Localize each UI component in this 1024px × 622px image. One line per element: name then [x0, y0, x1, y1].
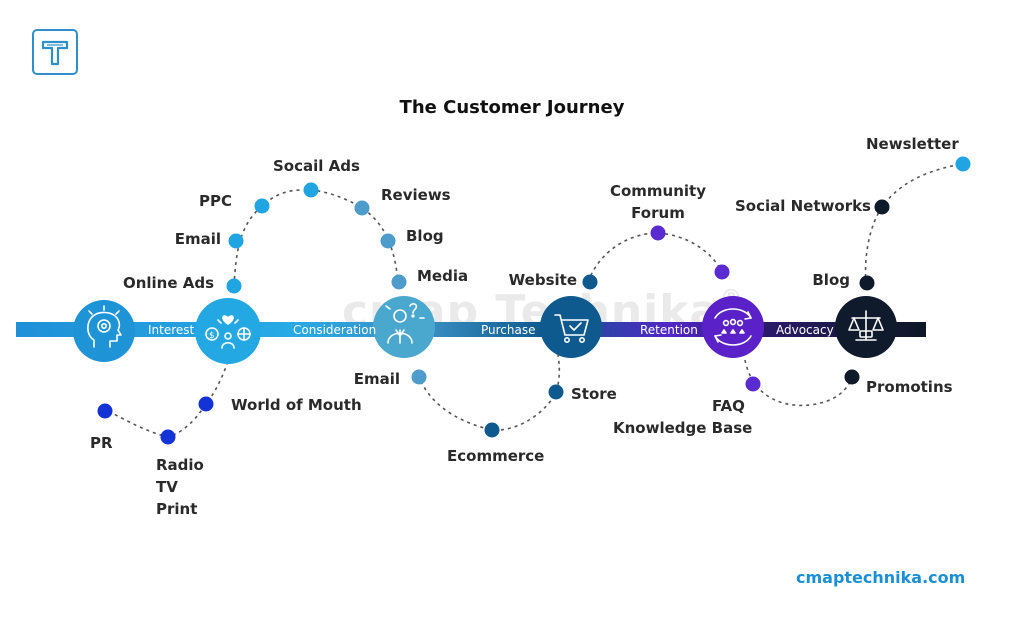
label-email: Email: [174, 230, 221, 248]
label-reviews: Reviews: [381, 186, 451, 204]
label-world-of-mouth: World of Mouth: [231, 396, 362, 414]
stage-label-consideration: Consideration: [293, 323, 377, 337]
shopping-cart-icon: [554, 314, 589, 343]
lower-path-2: [417, 354, 561, 431]
dot-ecommerce: [484, 422, 500, 438]
label-social-networks: Social Networks: [735, 197, 871, 215]
stage-circle-retention: [702, 296, 764, 358]
logo-t-icon: [41, 40, 69, 66]
label-radio: Radio: [156, 456, 204, 474]
dot-world-of-mouth: [198, 396, 214, 412]
stage-circle-evaluation: [373, 296, 435, 358]
stage-circle-consideration: [195, 298, 261, 364]
stage-label-advocacy: Advocacy: [776, 323, 834, 337]
social-network-icon: $: [205, 315, 251, 349]
touchpoint-dots: [97, 156, 971, 445]
stage-label-purchase: Purchase: [481, 323, 536, 337]
dot-website: [582, 274, 598, 290]
thinking-person-icon: [385, 303, 425, 344]
customer-loop-icon: [714, 308, 752, 346]
lower-path-1: [104, 354, 231, 438]
dot-blog: [380, 233, 396, 249]
label-print: Print: [156, 500, 198, 518]
label-community: Community: [609, 182, 707, 200]
stage-label-interest: Interest: [148, 323, 195, 337]
stage-label-retention: Retention: [640, 323, 698, 337]
upper-path-3: [864, 163, 963, 285]
page-title: The Customer Journey: [399, 97, 625, 118]
dot-ppc: [254, 198, 270, 214]
dot-social-networks: [874, 199, 890, 215]
stage-circle-interest: [73, 300, 135, 362]
label-email-2: Email: [353, 370, 400, 388]
dot-media: [391, 274, 407, 290]
label-newsletter: Newsletter: [866, 135, 959, 153]
dot-radio: [160, 429, 176, 445]
dot-faq: [745, 376, 761, 392]
dot-email: [228, 233, 244, 249]
website-link[interactable]: cmaptechnika.com: [796, 568, 966, 587]
label-forum: Forum: [631, 204, 685, 222]
lower-path-3: [744, 359, 853, 407]
dot-reviews: [354, 200, 370, 216]
dot-community-forum: [650, 225, 666, 241]
label-media: Media: [417, 267, 469, 285]
label-promotions: Promotins: [866, 378, 953, 396]
dot-store: [548, 384, 564, 400]
svg-text:$: $: [209, 331, 215, 341]
dot-newsletter: [955, 156, 971, 172]
brain-target-icon: [87, 305, 122, 348]
dot-pr: [97, 403, 113, 419]
label-ecommerce: Ecommerce: [447, 447, 545, 465]
label-tv: TV: [156, 478, 178, 496]
dot-social-ads: [303, 182, 319, 198]
dot-blog-2: [859, 275, 875, 291]
label-online-ads: Online Ads: [122, 274, 214, 292]
label-website: Website: [508, 271, 577, 289]
dot-promotions: [844, 369, 860, 385]
label-faq: FAQ: [712, 397, 745, 415]
scales-icon: [848, 310, 884, 341]
label-pr: PR: [90, 434, 113, 452]
label-ppc: PPC: [199, 192, 232, 210]
label-store: Store: [571, 385, 617, 403]
brand-logo: [32, 29, 78, 75]
dot-online-ads: [226, 278, 242, 294]
dot-retention-upper: [714, 264, 730, 280]
label-knowledge-base: Knowledge Base: [613, 419, 753, 437]
label-blog-2: Blog: [812, 271, 850, 289]
dot-email-2: [411, 369, 427, 385]
label-social-ads: Socail Ads: [273, 157, 360, 175]
upper-path-2: [587, 232, 723, 283]
label-blog: Blog: [406, 227, 444, 245]
